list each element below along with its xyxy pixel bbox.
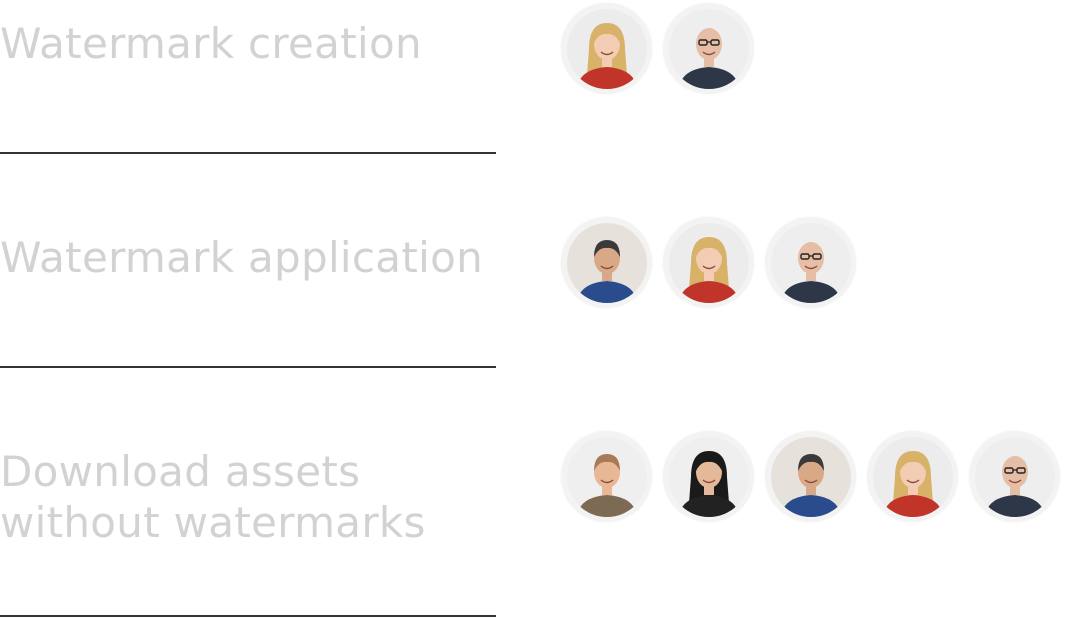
divider: [0, 152, 496, 154]
user-photo-icon: [668, 436, 749, 517]
user-photo-icon: [566, 8, 647, 89]
avatar-group: [561, 431, 1060, 522]
divider: [0, 366, 496, 368]
avatar-blonde-woman[interactable]: [663, 217, 754, 308]
avatar-group: [561, 217, 856, 308]
user-photo-icon: [566, 222, 647, 303]
section-title-line-1: Download assets: [0, 447, 361, 496]
avatar-young-man[interactable]: [561, 431, 652, 522]
user-photo-icon: [872, 436, 953, 517]
user-photo-icon: [566, 436, 647, 517]
avatar-blonde-woman[interactable]: [867, 431, 958, 522]
divider: [0, 615, 496, 617]
avatar-blonde-woman[interactable]: [561, 3, 652, 94]
section-title: Watermark creation: [0, 19, 422, 68]
user-photo-icon: [668, 8, 749, 89]
section-title: Watermark application: [0, 233, 483, 282]
user-photo-icon: [770, 222, 851, 303]
avatar-dark-haired-woman[interactable]: [663, 431, 754, 522]
avatar-older-man[interactable]: [561, 217, 652, 308]
section-title-line-2: without watermarks: [0, 498, 426, 547]
user-photo-icon: [770, 436, 851, 517]
avatar-group: [561, 3, 754, 94]
avatar-bald-man-glasses[interactable]: [765, 217, 856, 308]
avatar-bald-man-glasses[interactable]: [663, 3, 754, 94]
user-photo-icon: [668, 222, 749, 303]
avatar-older-man[interactable]: [765, 431, 856, 522]
user-photo-icon: [974, 436, 1055, 517]
avatar-bald-man-glasses[interactable]: [969, 431, 1060, 522]
